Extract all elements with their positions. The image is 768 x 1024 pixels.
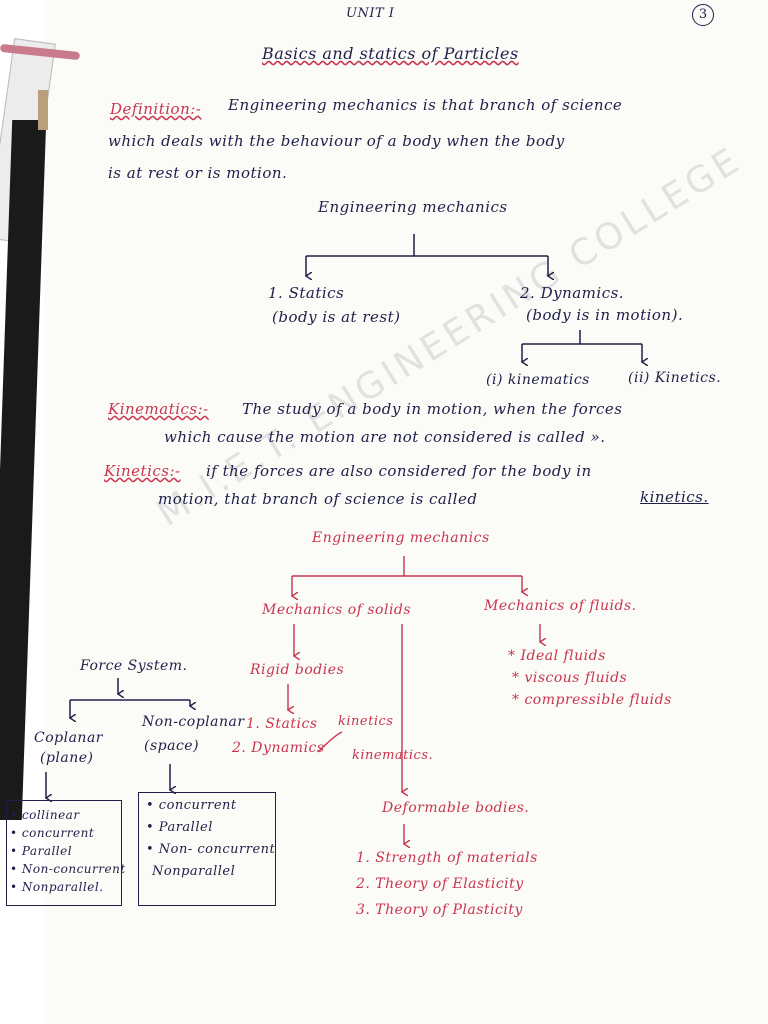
d2-kinetics: kinetics (338, 714, 394, 729)
fs-noncoplanar: Non-coplanar (142, 714, 245, 730)
d1-statics: 1. Statics (268, 284, 345, 302)
d2-deformable: Deformable bodies. (382, 800, 530, 816)
page-title: Basics and statics of Particles (262, 44, 519, 63)
d2-rigid-item-2: 2. Dynamics (232, 740, 325, 756)
fs-coplanar-note: (plane) (40, 750, 94, 766)
definition-label: Definition:- (110, 100, 202, 118)
d2-root: Engineering mechanics (312, 530, 490, 546)
d2-fluid-item-2: * viscous fluids (512, 670, 628, 686)
d1-statics-note: (body is at rest) (272, 308, 401, 326)
d2-link-dynamics (317, 731, 343, 753)
kinetics-term: kinetics. (640, 488, 709, 506)
binder-edge (0, 0, 81, 1024)
noncoplanar-item-3: • Non- concurrent (146, 842, 276, 857)
kinematics-label: Kinematics:- (108, 400, 209, 418)
noncoplanar-item-1: • concurrent (146, 798, 237, 813)
d2-fluids: Mechanics of fluids. (484, 598, 637, 614)
kinematics-line-1: The study of a body in motion, when the … (242, 400, 623, 418)
d1-kinematics: (i) kinematics (486, 372, 590, 388)
d1-dynamics: 2. Dynamics. (520, 284, 625, 302)
coplanar-item-3: • Parallel (10, 844, 73, 858)
d2-kinematics: kinematics. (352, 748, 434, 763)
noncoplanar-box (138, 792, 276, 906)
d2-solids: Mechanics of solids (262, 602, 412, 618)
coplanar-item-1: • collinear (10, 808, 80, 822)
kinetics-line-2: motion, that branch of science is called (158, 490, 478, 508)
fs-root: Force System. (80, 658, 188, 674)
kinetics-label: Kinetics:- (104, 462, 181, 480)
d2-rigid-item-1: 1. Statics (246, 716, 318, 732)
noncoplanar-item-4: Nonparallel (152, 864, 236, 879)
kinematics-line-2: which cause the motion are not considere… (164, 428, 606, 446)
coplanar-item-4: • Non-concurrent (10, 862, 126, 876)
d2-deformable-item-2: 2. Theory of Elasticity (356, 876, 524, 892)
binding-tag (38, 90, 48, 130)
definition-line-2: which deals with the behaviour of a body… (108, 132, 565, 150)
page-number: 3 (692, 4, 714, 26)
noncoplanar-item-2: • Parallel (146, 820, 213, 835)
d2-fluid-item-3: * compressible fluids (512, 692, 672, 708)
d1-root: Engineering mechanics (318, 198, 508, 216)
d2-deformable-item-3: 3. Theory of Plasticity (356, 902, 523, 918)
fs-noncoplanar-note: (space) (144, 738, 200, 754)
definition-line-3: is at rest or is motion. (108, 164, 288, 182)
kinetics-line-1: if the forces are also considered for th… (206, 462, 592, 480)
d2-rigid: Rigid bodies (250, 662, 345, 678)
coplanar-box (6, 800, 122, 906)
d1-dynamics-note: (body is in motion). (526, 306, 684, 324)
d1-kinetics: (ii) Kinetics. (628, 370, 722, 386)
definition-line-1: Engineering mechanics is that branch of … (228, 96, 623, 114)
coplanar-item-2: • concurrent (10, 826, 95, 840)
fs-coplanar: Coplanar (34, 730, 103, 746)
unit-heading: UNIT I (346, 6, 395, 21)
d2-deformable-item-1: 1. Strength of materials (356, 850, 538, 866)
d2-fluid-item-1: * Ideal fluids (508, 648, 606, 664)
coplanar-item-5: • Nonparallel. (10, 880, 104, 894)
